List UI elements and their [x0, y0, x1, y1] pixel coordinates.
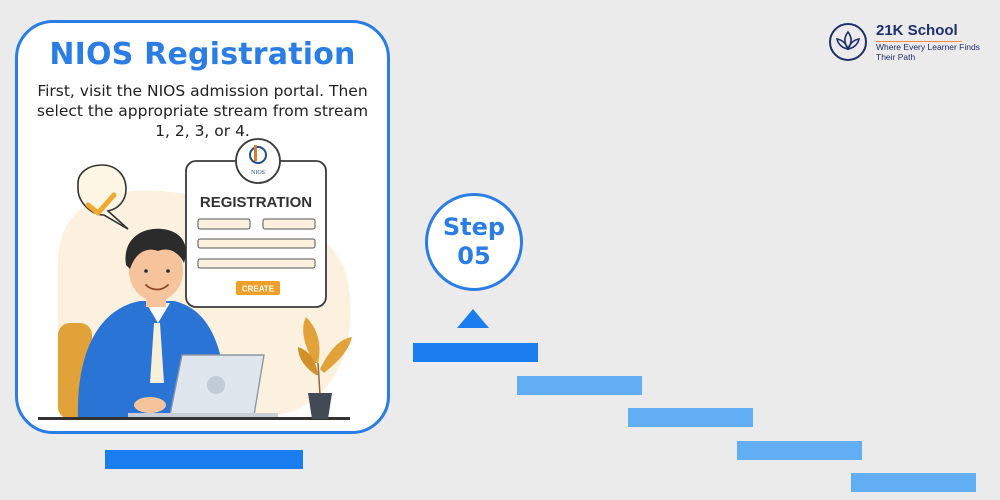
registration-illustration: CREATE REGISTRATION NIOS [38, 138, 352, 420]
stair-step-5 [851, 473, 976, 492]
stair-step-2 [517, 376, 642, 395]
create-button [236, 281, 280, 295]
stair-step-4 [737, 441, 862, 460]
step-pointer-icon [457, 309, 489, 328]
card-title: NIOS Registration [49, 37, 356, 72]
registration-form-panel: CREATE REGISTRATION [185, 160, 327, 308]
brand-name: 21K School [876, 22, 958, 39]
card-underline-bar [105, 450, 303, 469]
brand-logo: 21K School Where Every Learner Finds The… [828, 22, 988, 64]
brand-tagline: Where Every Learner Finds Their Path [876, 42, 980, 62]
step-circle: Step 05 [425, 193, 523, 291]
card-description: First, visit the NIOS admission portal. … [36, 82, 369, 140]
desk [38, 417, 350, 420]
form-heading: REGISTRATION [200, 194, 312, 211]
registration-card: CREATE REGISTRATION NIOS [15, 20, 390, 434]
nios-badge: NIOS [235, 138, 281, 184]
lotus-logo-icon [829, 23, 867, 61]
create-button-label: CREATE [242, 285, 275, 294]
stair-step-1 [413, 343, 538, 362]
step-number: 05 [457, 242, 491, 270]
brand-divider [876, 41, 962, 42]
nios-badge-label: NIOS [251, 170, 265, 176]
check-bubble-icon [77, 164, 129, 230]
plant-icon [298, 317, 352, 419]
laptop-icon [128, 354, 278, 418]
stair-step-3 [628, 408, 753, 427]
step-label: Step [442, 213, 506, 241]
man-figure [77, 228, 228, 419]
